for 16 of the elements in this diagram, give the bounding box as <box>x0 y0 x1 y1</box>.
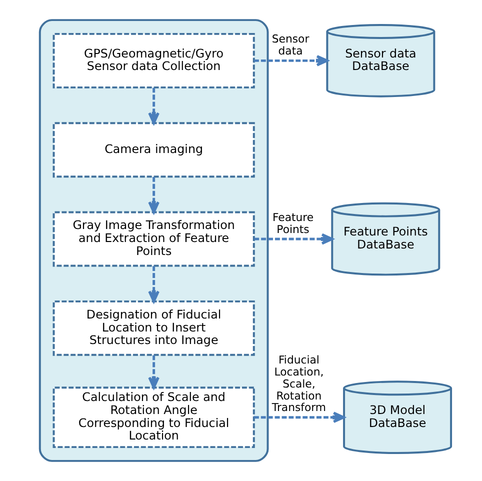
arrow <box>254 54 328 66</box>
arrow <box>254 233 333 245</box>
arrow <box>148 266 160 303</box>
node-box: Designation of Fiducial Location to Insert Structures into Image <box>52 300 254 356</box>
arrow <box>148 177 160 214</box>
edge-label: Feature Points <box>272 210 314 236</box>
node-box: Gray Image Transformation and Extraction of Feature Points <box>52 211 254 267</box>
node-box: GPS/Geomagnetic/Gyro Sensor data Collection <box>52 32 254 88</box>
arrow <box>148 88 160 124</box>
cluster <box>38 19 268 462</box>
node-box: Calculation of Scale and Rotation Angle Corresponding to Fiducial Location <box>52 386 254 448</box>
edge-label: Fiducial Location, Scale, Rotation Transform <box>271 354 326 414</box>
node-box: Camera imaging <box>52 122 254 178</box>
arrow <box>148 355 160 389</box>
edge-label: Sensor data <box>271 32 309 58</box>
arrow <box>254 412 344 424</box>
